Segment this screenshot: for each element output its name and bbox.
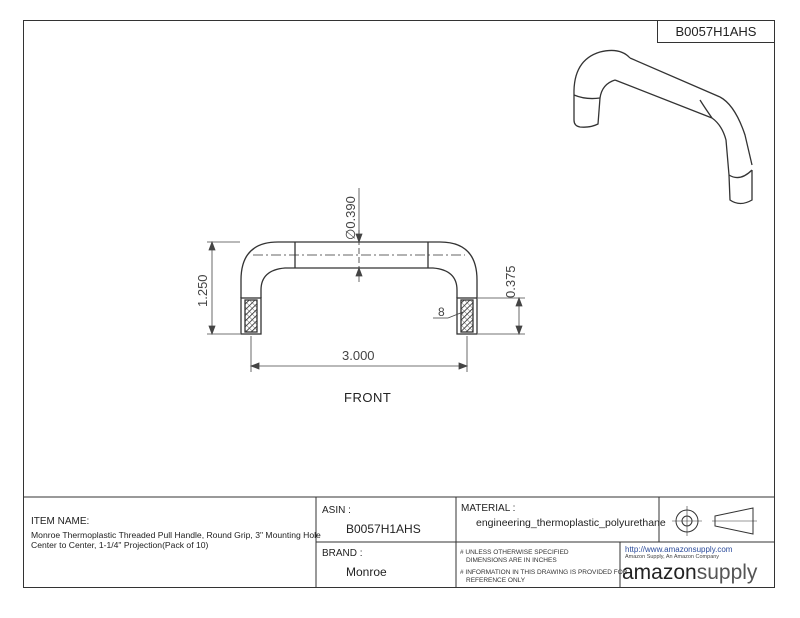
dim-diameter: ∅0.390	[343, 196, 358, 240]
title-block-grid	[23, 496, 775, 588]
note-reference: # INFORMATION IN THIS DRAWING IS PROVIDE…	[460, 569, 627, 585]
note-reference-line1: # INFORMATION IN THIS DRAWING IS PROVIDE…	[460, 569, 628, 576]
brand-value: Monroe	[346, 565, 387, 579]
logo-part4: supply	[696, 561, 758, 584]
projection-symbol-icon	[672, 506, 757, 536]
logo-part1: ama	[622, 561, 663, 584]
note-reference-line2: REFERENCE ONLY	[466, 577, 526, 584]
material-label: MATERIAL :	[461, 503, 516, 514]
asin-value: B0057H1AHS	[346, 522, 421, 536]
isometric-view	[573, 49, 753, 205]
amazon-supply-logo: amazonsupply	[622, 561, 757, 585]
dim-thread-pitch: 8	[438, 305, 445, 319]
dim-width: 3.000	[342, 348, 375, 363]
note-units-line2: DIMENSIONS ARE IN INCHES	[466, 557, 557, 564]
note-units: # UNLESS OTHERWISE SPECIFIED DIMENSIONS …	[460, 549, 569, 565]
logo-part3: on	[673, 561, 697, 584]
note-units-line1: # UNLESS OTHERWISE SPECIFIED	[460, 549, 569, 556]
dim-height: 1.250	[195, 274, 210, 307]
dimension-lines	[207, 188, 525, 372]
dim-thread-height: 0.375	[503, 265, 518, 298]
material-value: engineering_thermoplastic_polyurethane	[476, 517, 666, 529]
drawing-frame	[23, 20, 775, 588]
asin-label: ASIN :	[322, 505, 351, 516]
front-view	[240, 230, 478, 335]
part-number-text: B0057H1AHS	[675, 24, 757, 39]
part-number-box: B0057H1AHS	[657, 20, 775, 43]
item-name-line1: Monroe Thermoplastic Threaded Pull Handl…	[31, 530, 321, 540]
logo-part2: z	[662, 561, 674, 584]
view-label: FRONT	[344, 390, 392, 405]
supplier-url[interactable]: http://www.amazonsupply.com	[625, 545, 733, 554]
brand-label: BRAND :	[322, 548, 363, 559]
item-name-line2: Center to Center, 1-1/4" Projection(Pack…	[31, 540, 209, 550]
item-name-label: ITEM NAME:	[31, 516, 90, 527]
supplier-company: Amazon Supply, An Amazon Company	[625, 554, 720, 560]
